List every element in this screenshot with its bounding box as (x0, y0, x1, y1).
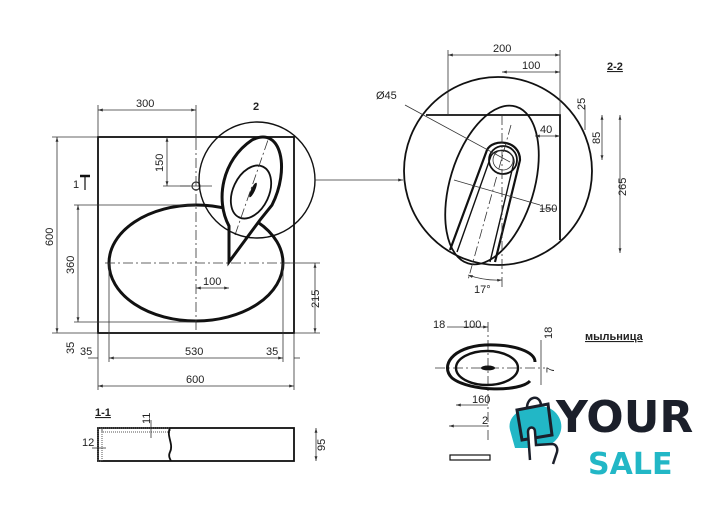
dim-100-soap: 100 (463, 319, 481, 331)
soap-dish-detail: мыльница 18 100 18 7 160 2 (433, 319, 644, 461)
section-outline (97, 427, 295, 462)
soap-dish-outline-detail (444, 104, 540, 266)
dim-85: 85 (591, 132, 603, 144)
hand-pointer-icon (526, 426, 559, 465)
soap-dish-axis (234, 139, 269, 236)
dim-150: 150 (154, 154, 166, 172)
section-wall-hatch (97, 427, 103, 462)
soap-dish-inner (454, 349, 520, 387)
dim-100: 100 (203, 276, 221, 288)
angle-arc (467, 274, 503, 282)
dim-18-top: 18 (433, 319, 445, 331)
section-title: 1-1 (95, 407, 111, 419)
detail-2-2: Ø45 200 100 2-2 25 85 265 40 150 17° (376, 43, 629, 296)
detail-title: 2-2 (607, 61, 623, 73)
soap-dish-section (449, 454, 491, 461)
soap-dish-outer (446, 343, 537, 391)
dim-12: 12 (82, 437, 94, 449)
shopping-bag-icon (515, 402, 554, 442)
dim-25: 25 (576, 98, 588, 110)
dim-18-side: 18 (543, 327, 555, 339)
dim-line (453, 179, 541, 206)
dim-35-vertical: 35 (65, 342, 77, 354)
section-break-line (167, 427, 173, 462)
drain-hole-inner (492, 149, 514, 171)
section-marker-label: 1 (73, 179, 79, 191)
dim-11: 11 (141, 413, 153, 424)
channel-axis (467, 124, 512, 281)
drain-channel-inner (456, 149, 515, 263)
your-sale-logo: YOUR SALE (509, 392, 693, 482)
dim-95: 95 (316, 439, 328, 451)
detail-circle (403, 76, 593, 266)
dim-265: 265 (617, 178, 629, 196)
dim-160: 160 (472, 394, 490, 406)
leader-line (404, 104, 511, 163)
dim-530: 530 (185, 346, 203, 358)
dim-360: 360 (65, 256, 77, 274)
dim-diameter-45: Ø45 (376, 90, 397, 102)
plan-view: 2 1 300 150 600 360 35 100 215 (44, 98, 403, 390)
logo-sale: SALE (588, 447, 672, 482)
soap-dish-drain (249, 182, 257, 198)
logo-your: YOUR (555, 392, 693, 443)
soap-dish-inner (229, 164, 273, 220)
shopping-bag-handle-icon (525, 396, 543, 409)
section-marker: 1 (73, 174, 90, 191)
section-1-1: 1-1 11 12 95 (82, 407, 328, 462)
dim-215: 215 (310, 290, 322, 308)
dim-150-detail: 150 (539, 203, 557, 215)
dim-35-left: 35 (80, 346, 92, 358)
dim-35-right: 35 (266, 346, 278, 358)
drain-hole-outer (488, 145, 518, 175)
dim-100-detail: 100 (522, 60, 540, 72)
dim-600-vertical: 600 (44, 228, 56, 246)
dim-200: 200 (493, 43, 511, 55)
dim-600-horizontal: 600 (186, 374, 204, 386)
soap-dish-title: мыльница (585, 331, 644, 343)
dim-7: 7 (545, 367, 557, 373)
dim-2: 2 (482, 415, 488, 427)
dim-300: 300 (136, 98, 154, 110)
dim-40: 40 (540, 124, 552, 136)
soap-dish-drain (481, 365, 495, 371)
detail-callout-label: 2 (253, 101, 259, 113)
dim-angle-17: 17° (474, 284, 491, 296)
